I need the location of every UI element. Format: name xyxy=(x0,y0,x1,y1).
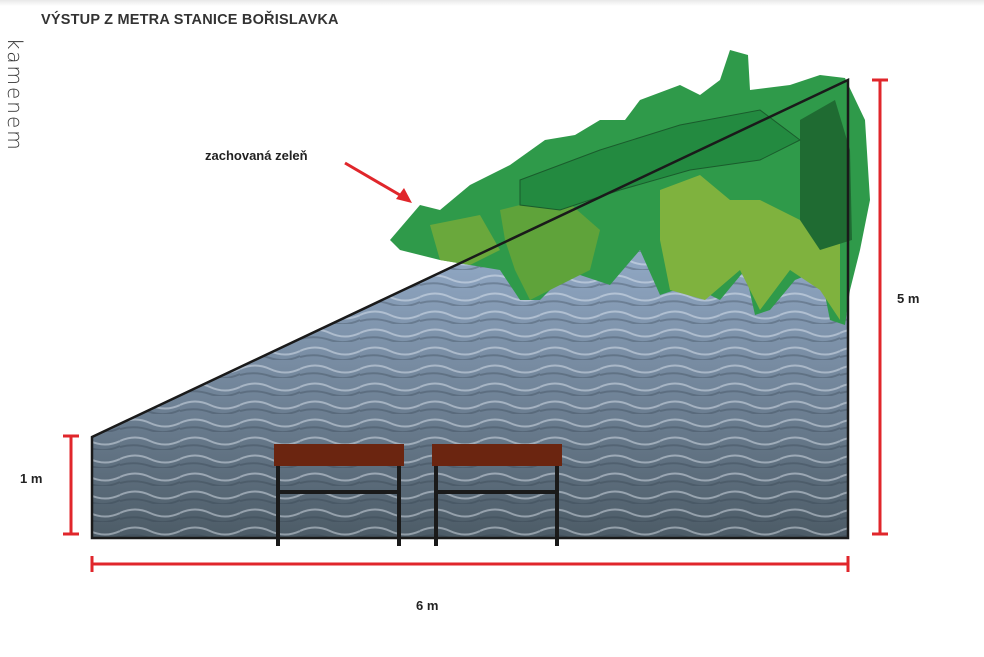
wall-outline xyxy=(90,78,850,540)
page-title: VÝSTUP Z METRA STANICE BOŘISLAVKA xyxy=(41,12,339,28)
annotation-arrow xyxy=(344,161,406,200)
bench-right xyxy=(432,444,562,546)
arrow-head-icon xyxy=(396,188,412,203)
left-height-label: 1 m xyxy=(20,471,43,486)
top-bar xyxy=(0,0,984,6)
right-height-label: 5 m xyxy=(897,291,920,306)
bench-left xyxy=(274,444,404,546)
dimension-lines xyxy=(63,78,888,572)
width-label: 6 m xyxy=(416,598,439,613)
annotation-label: zachovaná zeleň xyxy=(205,148,308,163)
